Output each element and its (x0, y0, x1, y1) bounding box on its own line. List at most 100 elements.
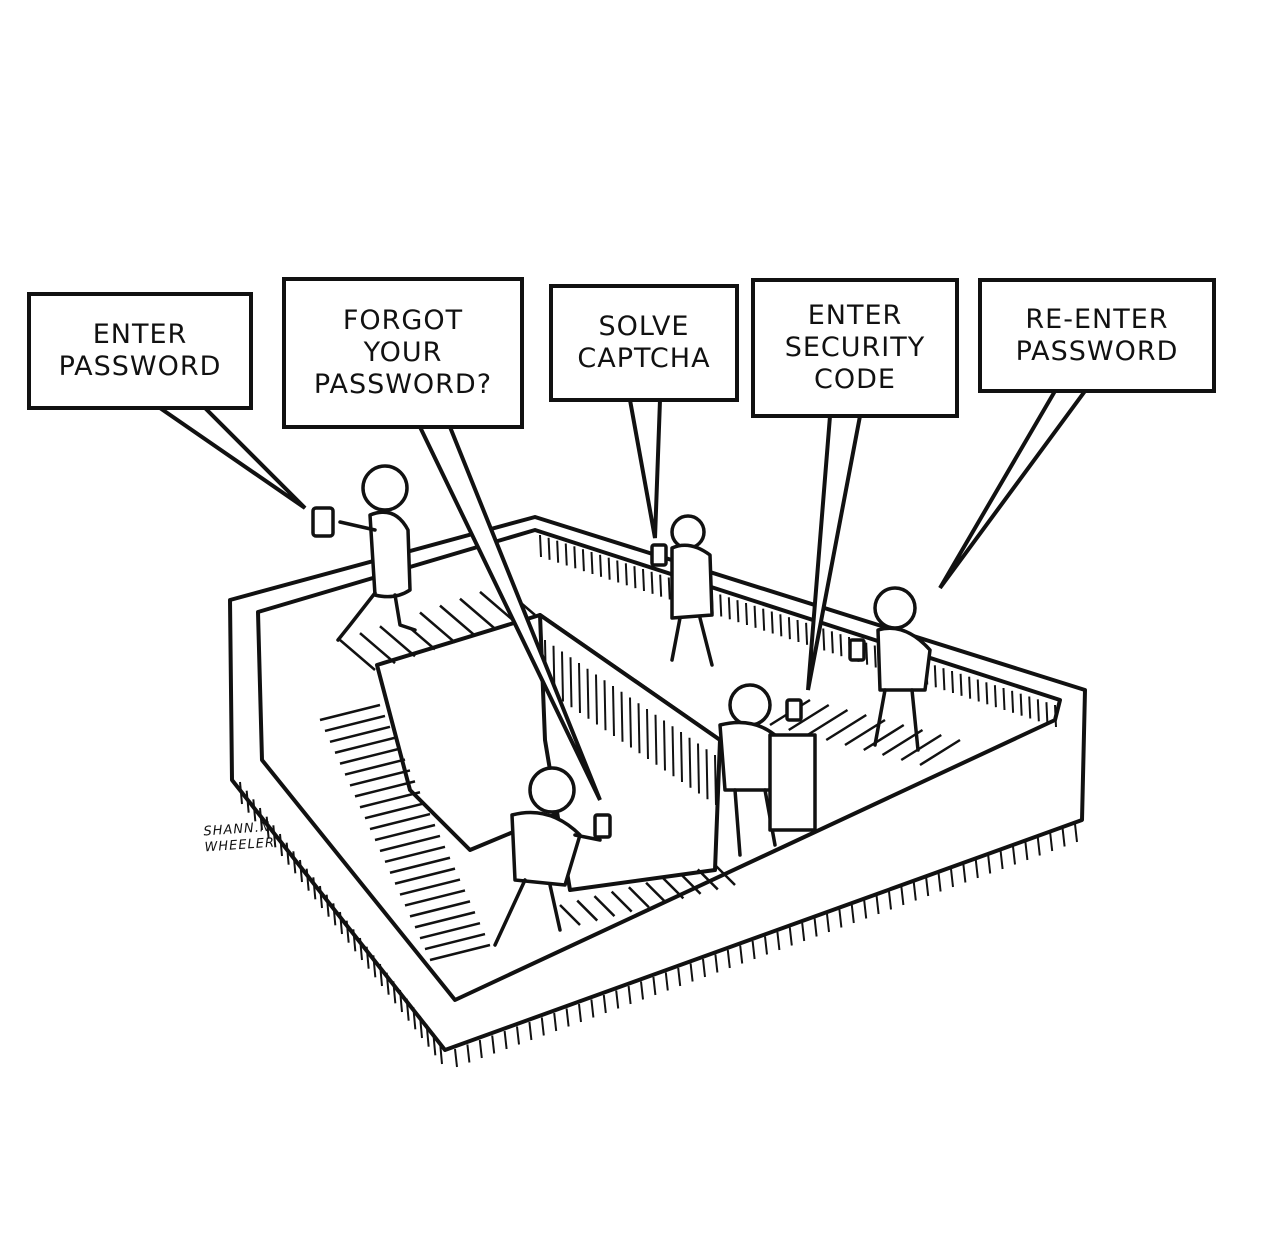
hatch-stroke (565, 1008, 570, 1027)
stair-tread (459, 597, 496, 630)
stair-tread (384, 845, 446, 864)
hatch-stroke (1002, 687, 1006, 711)
bubble-line: FORGOT (342, 305, 464, 336)
hatch-stroke (951, 670, 954, 694)
stair-tread (399, 878, 461, 896)
hatch-stroke (830, 631, 834, 654)
hatch-stroke (962, 864, 967, 883)
figure-enter-password (311, 464, 417, 642)
stair-tread (374, 823, 436, 842)
hatch-stroke (1036, 699, 1040, 722)
stair-tread (319, 703, 381, 722)
hatch-stroke (942, 668, 946, 691)
hatch-stroke (933, 665, 937, 688)
hatch-stroke (714, 754, 717, 806)
bubble-line: PASSWORD (1015, 335, 1179, 367)
hatch-stroke (245, 790, 250, 813)
bubble-line: ENTER (92, 319, 188, 350)
bubble-line: SECURITY (784, 332, 926, 363)
hatch-stroke (419, 1015, 423, 1039)
hatch-stroke (912, 882, 917, 901)
hatch-stroke (372, 955, 377, 978)
hatch-stroke (937, 873, 942, 892)
hatch-stroke (680, 731, 683, 783)
person-figure-icon (311, 464, 932, 947)
hatch-stroke (392, 981, 397, 1004)
hatch-stroke (319, 885, 323, 909)
bubble-line: PASSWORD (58, 351, 222, 382)
hatch-stroke (976, 679, 980, 702)
stair-tread (329, 725, 391, 744)
stair-tread (379, 834, 441, 853)
stair-tread (429, 943, 491, 962)
hatch-stroke (556, 540, 560, 563)
hatch-stroke (659, 574, 663, 597)
hatch-stroke (801, 922, 806, 942)
hatch-stroke (762, 608, 766, 631)
stair-tread (334, 736, 396, 754)
hatch-stroke (664, 972, 669, 991)
hatch-stroke (279, 833, 283, 857)
hatch-stroke (865, 642, 869, 665)
hatch-stroke (697, 743, 700, 794)
hatch-stroke (727, 597, 731, 620)
hatch-stroke (1061, 828, 1066, 847)
hatch-stroke (454, 1048, 458, 1068)
stair-tread (559, 904, 581, 926)
hatch-stroke (553, 1012, 558, 1032)
hatch-stroke (305, 868, 310, 891)
hatch-stroke (1019, 693, 1023, 716)
stair-tread (662, 877, 685, 900)
stair-tread (389, 856, 451, 874)
hatch-stroke (239, 781, 243, 805)
hatch-stroke (987, 855, 992, 874)
stair-tread (645, 881, 667, 904)
hatch-stroke (540, 1017, 545, 1036)
hatch-stroke (385, 972, 390, 995)
stair-tread (806, 708, 849, 737)
figure-re-enter-password (848, 586, 932, 752)
stair-tread (419, 921, 481, 940)
hatch-stroke (578, 1003, 582, 1023)
bubble-line: YOUR (363, 337, 443, 368)
hatch-stroke (1054, 704, 1057, 728)
hatch-stroke (999, 850, 1004, 870)
hatch-stroke (627, 985, 632, 1005)
hatch-stroke (620, 691, 624, 742)
hatch-stroke (714, 954, 719, 973)
figure-forgot-password (493, 766, 612, 947)
hatch-stroke (1049, 832, 1054, 852)
stair-tread (825, 713, 867, 742)
stair-tread (359, 791, 421, 809)
hatch-stroke (478, 1039, 483, 1059)
stair-tread (379, 625, 416, 658)
hatch-stroke (425, 1024, 430, 1047)
hatch-stroke (412, 1007, 417, 1030)
figure-security-code (718, 683, 817, 857)
hatch-stroke (564, 543, 568, 566)
hatch-stroke (640, 981, 644, 1000)
hatch-stroke (352, 929, 357, 952)
hatch-stroke (959, 673, 963, 696)
hatch-stroke (325, 894, 330, 917)
stair-tread (359, 632, 396, 665)
hatch-stroke (850, 904, 855, 924)
hatch-stroke (578, 662, 581, 714)
smartphone-icon (785, 698, 803, 722)
hatch-stroke (365, 946, 370, 969)
stair-tread (714, 864, 736, 886)
hatch-stroke (745, 602, 748, 626)
hatch-stroke (688, 737, 692, 788)
hatch-stroke (1045, 702, 1049, 725)
stair-tread (696, 868, 719, 891)
hatch-stroke (838, 909, 843, 928)
stair-tread (349, 769, 411, 787)
hatch-stroke (822, 628, 826, 651)
hatch-stroke (345, 920, 350, 943)
stair-tread (339, 639, 376, 671)
stair-tread (344, 758, 406, 776)
hatch-stroke (573, 546, 577, 569)
hatch-stroke (770, 611, 774, 634)
